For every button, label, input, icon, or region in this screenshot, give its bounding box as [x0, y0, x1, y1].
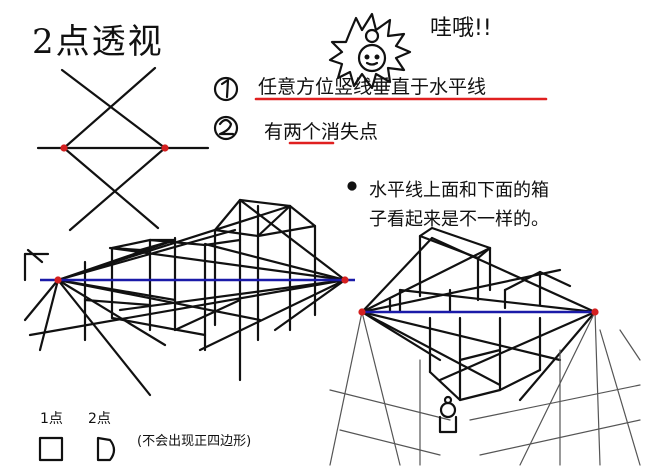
rule-2-text: 有两个消失点 [264, 121, 379, 143]
exclamation-text: 哇哦!! [430, 16, 492, 41]
vanishing-point [358, 308, 366, 316]
label-two-point: 2点 [88, 411, 111, 427]
sun-character-icon [328, 12, 412, 90]
right-box-perspective [329, 226, 641, 466]
vanishing-point [341, 276, 349, 284]
left-city-perspective [23, 198, 347, 397]
square-shape [38, 436, 64, 462]
vanishing-point [591, 308, 599, 316]
vanishing-point [60, 144, 68, 152]
x-diagram [36, 66, 210, 232]
caption-text: (不会出现正四边形) [137, 434, 252, 449]
page-title: 2点透视 [32, 22, 164, 62]
note-line-1: 水平线上面和下面的箱 [369, 180, 549, 201]
vanishing-point [161, 144, 169, 152]
number-circle-2 [213, 115, 239, 141]
trapezoid-shape [96, 436, 116, 462]
rule-1-text: 任意方位竖线垂直于水平线 [258, 76, 487, 98]
bullet-dot [347, 181, 357, 191]
label-one-point: 1点 [40, 411, 63, 427]
vanishing-point [54, 276, 62, 284]
note-line-2: 子看起来是不一样的。 [369, 209, 549, 230]
number-circle-1 [213, 76, 239, 102]
